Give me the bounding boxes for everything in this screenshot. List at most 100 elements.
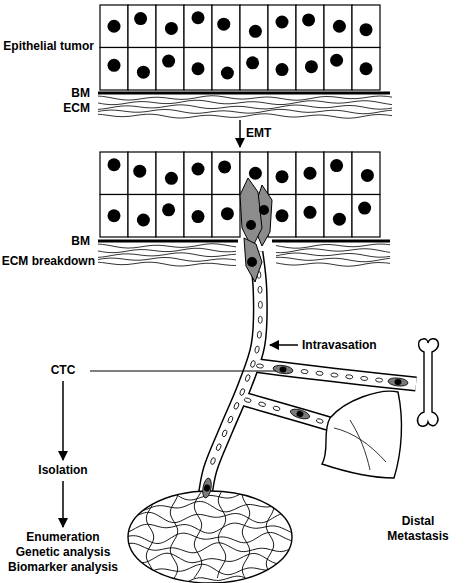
bone-organ bbox=[417, 339, 438, 427]
red-blood-cell bbox=[258, 301, 262, 308]
cell-nucleus bbox=[162, 203, 175, 216]
node-text: Isolation bbox=[22, 463, 104, 478]
epithelial-cell bbox=[128, 195, 156, 238]
ecm-fibre bbox=[98, 248, 236, 252]
cell-nucleus bbox=[137, 214, 150, 227]
epithelial-cell bbox=[268, 152, 296, 195]
cell-nucleus bbox=[394, 379, 402, 386]
red-blood-cell bbox=[258, 286, 262, 293]
cell-nucleus bbox=[165, 172, 178, 185]
epithelial-cell bbox=[324, 5, 352, 48]
red-blood-cell bbox=[360, 376, 367, 381]
node-text: Epithelial tumor bbox=[3, 39, 94, 54]
epithelial-cell bbox=[100, 5, 128, 48]
brain-gyrus bbox=[122, 575, 293, 583]
diagram-label: Distal Metastasis bbox=[380, 514, 456, 544]
cell-nucleus bbox=[192, 210, 205, 223]
red-blood-cell bbox=[221, 429, 227, 437]
ecm-fibre bbox=[276, 249, 390, 253]
circulating-tumor-cell bbox=[388, 377, 409, 387]
cell-nucleus bbox=[246, 220, 256, 230]
ecm-fibre bbox=[98, 114, 392, 118]
tumor-block: Epithelial tumor bbox=[100, 5, 380, 90]
red-blood-cell bbox=[301, 369, 308, 374]
cell-nucleus bbox=[165, 22, 178, 35]
cell-nucleus bbox=[249, 25, 262, 38]
step-label: Isolation bbox=[22, 463, 104, 478]
epithelial-cell bbox=[212, 48, 240, 91]
ecm-fibre bbox=[98, 262, 236, 266]
diagram-label: BM bbox=[40, 234, 90, 249]
red-blood-cell bbox=[258, 401, 266, 407]
intravasation-arrow bbox=[270, 344, 298, 346]
red-blood-cell bbox=[346, 374, 353, 379]
cell-nucleus bbox=[276, 16, 289, 29]
cell-nucleus bbox=[247, 257, 257, 267]
vessel-wall bbox=[240, 398, 330, 424]
epithelial-cell bbox=[184, 5, 212, 48]
diagram-label: ECM bbox=[30, 101, 90, 116]
epithelial-cell bbox=[240, 5, 268, 48]
red-blood-cell bbox=[227, 416, 233, 424]
cell-nucleus bbox=[137, 66, 150, 79]
ecm-fibre bbox=[98, 257, 236, 261]
cell-nucleus bbox=[361, 169, 374, 182]
epithelial-cell bbox=[100, 195, 128, 238]
cell-nucleus bbox=[276, 170, 289, 183]
cell-nucleus bbox=[134, 12, 147, 25]
cell-nucleus bbox=[302, 13, 315, 26]
cell-nucleus bbox=[246, 56, 259, 69]
cell-nucleus bbox=[330, 54, 343, 67]
cell-nucleus bbox=[276, 209, 289, 222]
red-blood-cell bbox=[316, 371, 323, 376]
cell-nucleus bbox=[276, 63, 289, 76]
ecm-fibre bbox=[98, 253, 236, 258]
ecm-fibre bbox=[276, 263, 390, 267]
brain-gyrus bbox=[146, 490, 154, 578]
red-blood-cell bbox=[233, 402, 239, 410]
ecm-fibre bbox=[276, 257, 390, 261]
brain-gyrus bbox=[217, 490, 225, 578]
cell-nucleus bbox=[192, 163, 205, 176]
cell-nucleus bbox=[221, 67, 234, 80]
epithelial-cell bbox=[324, 152, 352, 195]
leader-line bbox=[90, 370, 276, 371]
vessel-wall bbox=[205, 252, 260, 497]
cell-nucleus bbox=[218, 160, 231, 173]
epithelial-cell bbox=[156, 152, 184, 195]
cell-nucleus bbox=[221, 207, 234, 220]
red-blood-cell bbox=[258, 316, 262, 323]
epithelial-cell bbox=[156, 195, 184, 238]
cell-nucleus bbox=[108, 209, 121, 222]
red-blood-cell bbox=[331, 373, 338, 378]
cell-nucleus bbox=[217, 18, 230, 31]
cell-nucleus bbox=[333, 213, 346, 226]
mesenchymal-cell bbox=[244, 238, 262, 282]
circulating-tumor-cell bbox=[289, 407, 310, 420]
brain-gyrus bbox=[122, 501, 293, 511]
red-blood-cell bbox=[239, 388, 245, 396]
red-blood-cell bbox=[245, 374, 251, 382]
vessel-lumen bbox=[240, 398, 330, 424]
circulating-cells bbox=[201, 364, 408, 498]
ecm-fibre bbox=[276, 253, 390, 257]
diagram-label: Intravasation bbox=[302, 338, 412, 353]
epithelial-cell bbox=[324, 195, 352, 238]
epithelial-cell bbox=[100, 152, 128, 195]
brain-gyri bbox=[122, 490, 293, 583]
epithelial-cell bbox=[296, 48, 324, 91]
basement-membrane bbox=[98, 240, 238, 243]
ecm-fibre bbox=[98, 109, 392, 113]
cell-nucleus bbox=[304, 206, 317, 219]
epithelial-cell bbox=[128, 48, 156, 91]
diagram-label: EMT bbox=[246, 126, 306, 141]
epithelial-cell bbox=[184, 48, 212, 91]
epithelial-cell bbox=[352, 152, 380, 195]
epithelial-cell bbox=[268, 48, 296, 91]
red-blood-cell bbox=[254, 346, 259, 354]
diagram-label: ECM breakdown bbox=[0, 254, 95, 269]
epithelial-cell bbox=[352, 48, 380, 91]
